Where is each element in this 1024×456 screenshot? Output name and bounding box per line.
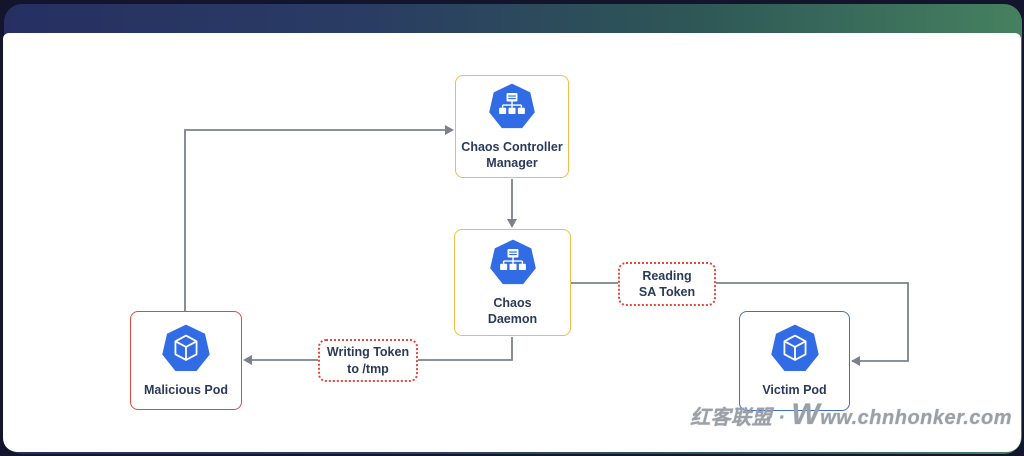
node-victim-pod: Victim Pod [739,311,850,411]
node-label: Chaos Controller Manager [461,139,563,171]
pod-icon [769,323,821,375]
kubernetes-controller-icon [488,238,538,288]
pod-icon [160,323,212,375]
kubernetes-controller-icon [487,82,537,132]
edge-label-writing-token-to-tmp: Writing Token to /tmp [318,339,418,382]
node-chaos-controller-manager: Chaos Controller Manager [455,75,569,178]
edge-label-reading-sa-token: Reading SA Token [618,262,716,306]
node-malicious-pod: Malicious Pod [130,311,242,410]
node-label: Chaos Daemon [487,295,538,327]
node-label: Victim Pod [762,383,827,398]
node-label: Malicious Pod [143,382,229,397]
node-chaos-daemon: Chaos Daemon [454,229,571,336]
